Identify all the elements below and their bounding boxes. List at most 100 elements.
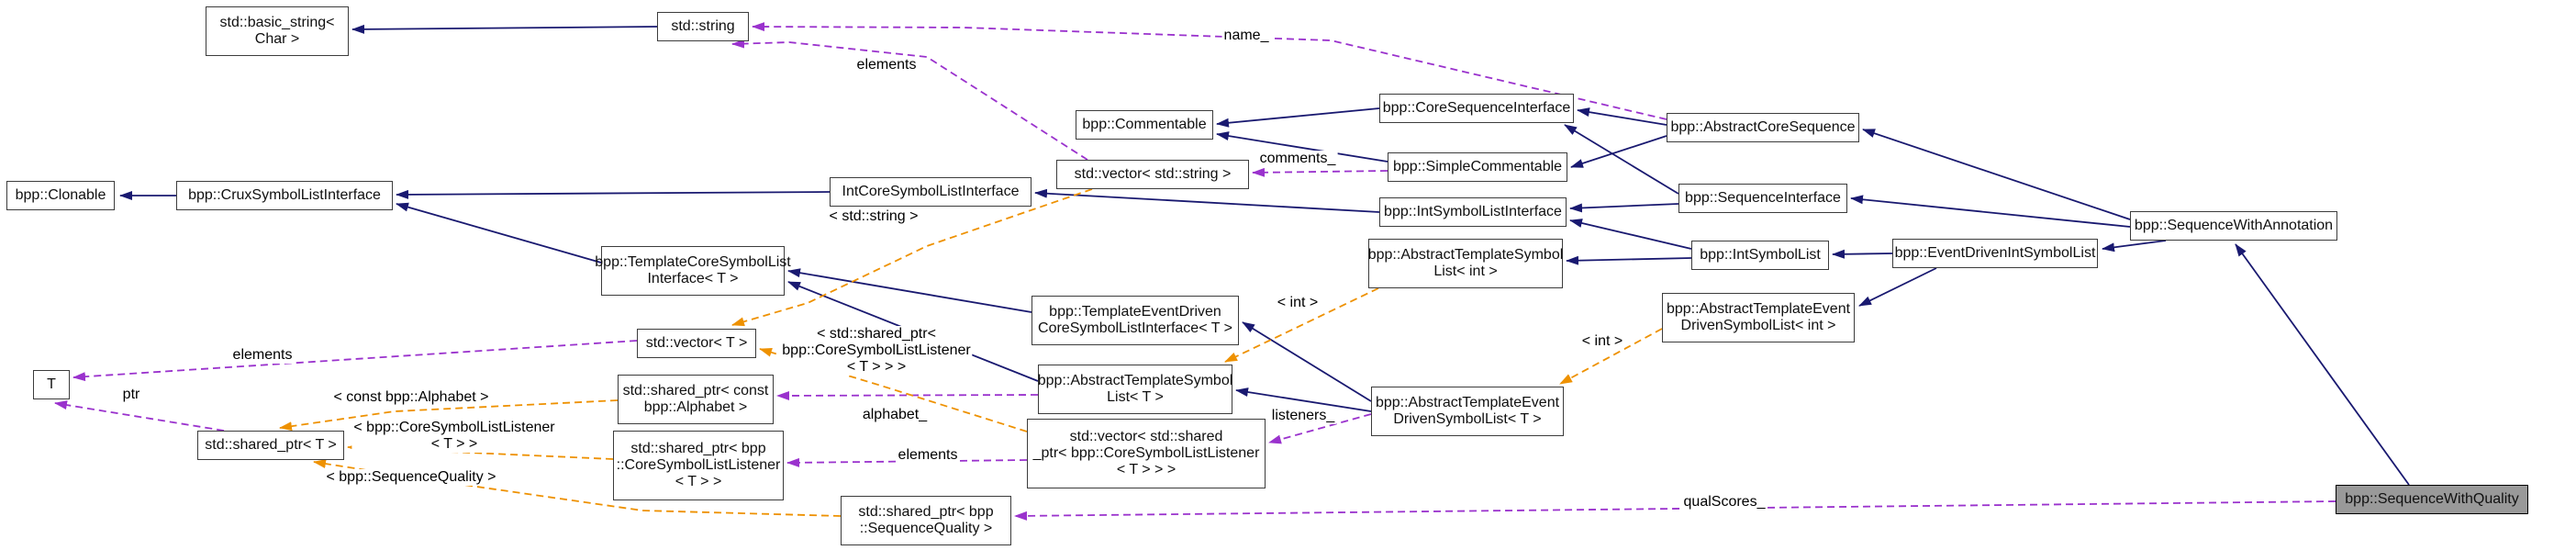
- class-node-sequence-with-annotation[interactable]: bpp::SequenceWithAnnotation: [2130, 211, 2337, 241]
- class-node-label: bpp::SequenceWithAnnotation: [2134, 218, 2334, 233]
- class-node-label: std::shared_ptr< bpp: [630, 441, 766, 456]
- inheritance-edge-int-symbol-list-interface-to-int-core-symbol-list-interface: [1034, 188, 1380, 213]
- inheritance-edge-int-symbol-list-to-int-symbol-list-interface: [1569, 219, 1692, 250]
- inheritance-edge-sequence-with-annotation-to-event-driven-int-symbol-list: [2102, 240, 2167, 253]
- class-node-label: DrivenSymbolList< int >: [1680, 318, 1836, 333]
- usage-edge-abstract-template-event-driven-symbol-list-t-to-vector-shared-ptr-listener: [1268, 413, 1372, 444]
- edge-label-usage-sequence-with-quality: qualScores_: [1681, 494, 1768, 511]
- usage-edge-abstract-template-symbol-list-t-to-shared-ptr-const-alphabet: [776, 390, 1039, 400]
- class-node-label: bpp::IntSymbolList: [1700, 247, 1821, 263]
- class-node-label: bpp::CruxSymbolListInterface: [188, 187, 381, 203]
- class-node-abstract-core-sequence[interactable]: bpp::AbstractCoreSequence: [1667, 113, 1859, 142]
- inheritance-edge-event-driven-int-symbol-list-to-int-symbol-list: [1832, 249, 1893, 259]
- class-node-event-driven-int-symbol-list[interactable]: bpp::EventDrivenIntSymbolList: [1892, 239, 2098, 268]
- inheritance-edge-template-event-driven-core-symbol-list-interface-to-template-core-symbol-list-interface: [787, 268, 1032, 313]
- inheritance-edge-sequence-with-annotation-to-abstract-core-sequence: [1862, 129, 2131, 220]
- inheritance-edge-sequence-interface-to-core-sequence-interface: [1564, 124, 1679, 195]
- edge-label-template-shared-ptr-core-symbol-list-listener: < bpp::CoreSymbolListListener< T > >: [351, 420, 557, 453]
- class-node-basic-string[interactable]: std::basic_string<Char >: [206, 6, 349, 56]
- class-node-clonable[interactable]: bpp::Clonable: [6, 181, 115, 210]
- class-node-commentable[interactable]: bpp::Commentable: [1076, 110, 1213, 140]
- inheritance-edge-abstract-template-event-driven-symbol-list-t-to-abstract-template-symbol-list-t: [1235, 387, 1372, 412]
- class-node-t[interactable]: T: [33, 370, 70, 399]
- edge-label-line: < int >: [1581, 333, 1623, 349]
- class-node-core-sequence-interface[interactable]: bpp::CoreSequenceInterface: [1379, 94, 1574, 123]
- inheritance-edge-abstract-core-sequence-to-core-sequence-interface: [1577, 107, 1667, 126]
- edge-label-template-shared-ptr-sequence-quality: < bpp::SequenceQuality >: [324, 469, 498, 486]
- class-node-crux-symbol-list-interface[interactable]: bpp::CruxSymbolListInterface: [176, 181, 393, 210]
- template-edge-shared-ptr-const-alphabet-to-shared-ptr-t: [279, 399, 619, 432]
- class-node-label: < T > >: [675, 474, 722, 489]
- class-node-label: < T > > >: [1116, 462, 1176, 477]
- template-edge-vector-string-to-vector-t: [731, 188, 1093, 327]
- class-node-label: CoreSymbolListInterface< T >: [1038, 320, 1232, 336]
- class-node-label: bpp::SimpleCommentable: [1392, 159, 1563, 174]
- inheritance-edge-core-sequence-interface-to-commentable: [1216, 107, 1380, 128]
- edge-label-usage-vector-shared-ptr-listener: elements: [896, 447, 960, 464]
- class-node-int-symbol-list-interface[interactable]: bpp::IntSymbolListInterface: [1379, 197, 1567, 227]
- class-node-shared-ptr-sequence-quality[interactable]: std::shared_ptr< bpp::SequenceQuality >: [841, 496, 1011, 545]
- template-edge-vector-shared-ptr-listener-to-vector-t: [759, 347, 1028, 432]
- class-node-label: bpp::AbstractTemplateSymbol: [1367, 247, 1564, 263]
- edge-label-line: elements: [856, 57, 917, 73]
- class-node-label: bpp::AbstractTemplateSymbol: [1037, 373, 1233, 388]
- class-node-label: List< T >: [1107, 389, 1164, 405]
- class-node-shared-ptr-t[interactable]: std::shared_ptr< T >: [197, 431, 344, 460]
- class-node-label: bpp::Commentable: [1082, 117, 1207, 132]
- class-node-vector-t[interactable]: std::vector< T >: [637, 329, 756, 358]
- class-node-label: _ptr< bpp::CoreSymbolListListener: [1032, 445, 1260, 461]
- class-node-label: bpp::TemplateEventDriven: [1049, 304, 1221, 320]
- edge-label-line: alphabet_: [862, 407, 928, 422]
- edge-label-line: < const bpp::Alphabet >: [333, 389, 489, 405]
- edge-label-template-vector-string: < std::string >: [827, 208, 920, 225]
- edge-label-template-shared-ptr-const-alphabet: < const bpp::Alphabet >: [331, 389, 491, 406]
- class-node-label: std::basic_string<: [219, 15, 335, 30]
- edge-label-line: < int >: [1277, 295, 1319, 310]
- edge-label-line: bpp::CoreSymbolListListener: [782, 342, 971, 358]
- usage-edge-vector-t-to-t: [72, 340, 638, 382]
- class-node-sequence-with-quality[interactable]: bpp::SequenceWithQuality: [2336, 485, 2528, 514]
- class-node-label: bpp::EventDrivenIntSymbolList: [1894, 245, 2096, 261]
- class-node-int-symbol-list[interactable]: bpp::IntSymbolList: [1691, 241, 1829, 270]
- inheritance-edge-abstract-template-event-driven-symbol-list-t-to-template-event-driven-core-symbol-list-interface: [1242, 321, 1372, 402]
- edge-label-line: < bpp::SequenceQuality >: [326, 469, 496, 485]
- class-node-sequence-interface[interactable]: bpp::SequenceInterface: [1678, 184, 1847, 213]
- class-node-label: ::SequenceQuality >: [859, 521, 993, 536]
- class-node-label: std::string: [671, 18, 735, 34]
- edge-label-line: listeners_: [1271, 408, 1335, 423]
- class-node-label: List< int >: [1433, 264, 1498, 279]
- inheritance-edge-string-to-basic-string: [351, 24, 658, 34]
- class-node-label: bpp::SequenceInterface: [1685, 190, 1841, 206]
- class-node-label: T: [47, 376, 56, 392]
- edge-label-usage-vector-t: elements: [230, 347, 295, 364]
- template-edge-abstract-template-event-driven-symbol-list-int-to-abstract-template-event-driven-symbol-list-t: [1559, 328, 1663, 385]
- class-node-simple-commentable[interactable]: bpp::SimpleCommentable: [1388, 152, 1567, 182]
- inheritance-edge-sequence-with-annotation-to-sequence-interface: [1850, 195, 2131, 228]
- class-node-label: std::vector< std::shared: [1069, 429, 1223, 444]
- class-node-label: bpp::Alphabet >: [643, 399, 748, 415]
- class-node-label: bpp::IntSymbolListInterface: [1384, 204, 1562, 219]
- edge-label-usage-vector-string: elements: [854, 57, 919, 73]
- class-node-label: bpp::AbstractCoreSequence: [1670, 119, 1856, 135]
- class-node-string[interactable]: std::string: [657, 12, 749, 41]
- class-node-shared-ptr-core-symbol-list-listener[interactable]: std::shared_ptr< bpp::CoreSymbolListList…: [613, 431, 784, 500]
- class-node-vector-shared-ptr-listener[interactable]: std::vector< std::shared_ptr< bpp::CoreS…: [1027, 419, 1266, 488]
- edge-label-template-vector-shared-ptr-listener: < std::shared_ptr<bpp::CoreSymbolListLis…: [780, 326, 973, 376]
- edge-label-line: comments_: [1259, 151, 1336, 166]
- class-node-label: std::vector< T >: [645, 335, 748, 351]
- class-node-int-core-symbol-list-interface[interactable]: IntCoreSymbolListInterface: [830, 177, 1032, 207]
- inheritance-edge-int-core-symbol-list-interface-to-crux-symbol-list-interface: [396, 189, 831, 199]
- class-node-label: bpp::TemplateCoreSymbolList: [595, 254, 791, 270]
- class-node-label: std::shared_ptr< bpp: [858, 504, 994, 520]
- inheritance-edge-sequence-interface-to-int-symbol-list-interface: [1569, 203, 1679, 213]
- class-node-label: ::CoreSymbolListListener: [616, 457, 781, 473]
- class-node-vector-string[interactable]: std::vector< std::string >: [1056, 160, 1249, 189]
